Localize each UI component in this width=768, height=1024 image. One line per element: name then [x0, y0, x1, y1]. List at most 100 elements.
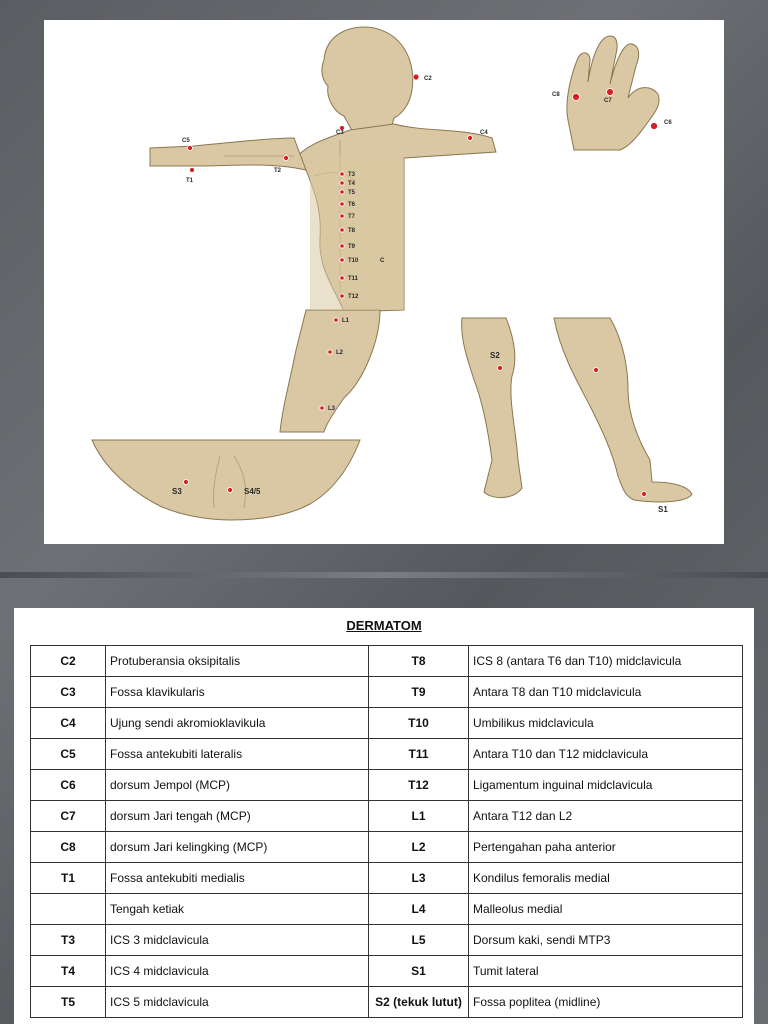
point-l2	[327, 349, 333, 355]
dermatome-points	[183, 73, 658, 497]
right-code-cell: T8	[368, 645, 469, 677]
point-t11	[339, 275, 345, 281]
left-description-cell: dorsum Jari kelingking (MCP)	[105, 831, 369, 863]
right-description-cell: Antara T12 dan L2	[468, 800, 743, 832]
label-l3: L3	[328, 406, 336, 412]
label-l2: L2	[336, 350, 344, 356]
label-t3: T3	[348, 172, 356, 178]
left-description-cell: ICS 4 midclavicula	[105, 955, 369, 987]
legs-back	[461, 317, 523, 498]
point-c6	[650, 122, 658, 130]
label-c2: C2	[424, 76, 432, 82]
right-description-cell: Umbilikus midclavicula	[468, 707, 743, 739]
label-c3: C3	[336, 130, 344, 136]
table-title: DERMATOM	[346, 618, 422, 633]
left-code-cell	[30, 893, 106, 925]
point-c8	[572, 93, 580, 101]
left-code-cell: C4	[30, 707, 106, 739]
left-description-cell: ICS 5 midclavicula	[105, 986, 369, 1018]
label-l1: L1	[342, 318, 350, 324]
left-description-cell: Fossa klavikularis	[105, 676, 369, 708]
label-s1: S1	[658, 505, 668, 514]
label-s3: S3	[172, 487, 182, 496]
point-t3	[339, 171, 345, 177]
label-t8: T8	[348, 228, 356, 234]
chest-panel	[310, 156, 404, 310]
right-code-cell: S2 (tekuk lutut)	[368, 986, 469, 1018]
point-s2b	[593, 367, 599, 373]
left-description-cell: Tengah ketiak	[105, 893, 369, 925]
point-t1	[189, 167, 195, 173]
label-t11: T11	[348, 276, 359, 282]
right-code-cell: L3	[368, 862, 469, 894]
right-description-cell: ICS 8 (antara T6 dan T10) midclavicula	[468, 645, 743, 677]
sacral-region	[91, 439, 361, 521]
point-t5	[339, 189, 345, 195]
right-code-cell: T10	[368, 707, 469, 739]
right-description-cell: Fossa poplitea (midline)	[468, 986, 743, 1018]
left-description-cell: ICS 3 midclavicula	[105, 924, 369, 956]
right-code-cell: T12	[368, 769, 469, 801]
label-c8: C8	[552, 92, 560, 98]
point-t4	[339, 180, 345, 186]
point-t8	[339, 227, 345, 233]
right-description-cell: Antara T10 dan T12 midclavicula	[468, 738, 743, 770]
left-description-cell: Fossa antekubiti medialis	[105, 862, 369, 894]
label-c5: C5	[182, 138, 190, 144]
right-code-cell: T11	[368, 738, 469, 770]
right-code-cell: L4	[368, 893, 469, 925]
point-c2	[412, 73, 420, 81]
label-t6: T6	[348, 202, 356, 208]
leg-back-right	[553, 317, 693, 503]
label-t1: T1	[186, 178, 194, 184]
left-code-cell: T4	[30, 955, 106, 987]
right-description-cell: Tumit lateral	[468, 955, 743, 987]
right-code-cell: L2	[368, 831, 469, 863]
left-description-cell: Fossa antekubiti lateralis	[105, 738, 369, 770]
label-t10: T10	[348, 258, 359, 264]
left-code-cell: T3	[30, 924, 106, 956]
label-s45: S4/5	[244, 487, 261, 496]
label-c6: C6	[664, 120, 672, 126]
right-description-cell: Ligamentum inguinal midclavicula	[468, 769, 743, 801]
point-t10	[339, 257, 345, 263]
label-t7: T7	[348, 214, 356, 220]
arm	[149, 137, 307, 171]
label-t9: T9	[348, 244, 356, 250]
point-c5	[187, 145, 193, 151]
right-description-cell: Pertengahan paha anterior	[468, 831, 743, 863]
left-code-cell: C8	[30, 831, 106, 863]
left-code-cell: C5	[30, 738, 106, 770]
point-t9	[339, 243, 345, 249]
left-code-cell: C6	[30, 769, 106, 801]
point-l3	[319, 405, 325, 411]
label-t4: T4	[348, 181, 356, 187]
point-c4	[467, 135, 473, 141]
left-description-cell: Ujung sendi akromioklavikula	[105, 707, 369, 739]
point-s1	[641, 491, 647, 497]
label-t5: T5	[348, 190, 356, 196]
point-s45	[227, 487, 233, 493]
right-description-cell: Dorsum kaki, sendi MTP3	[468, 924, 743, 956]
point-c3	[339, 125, 345, 131]
point-c7	[606, 88, 614, 96]
dermatome-diagram-slide: C2 C3 C4 C5 T1 T2 T3 T4 T5 T6 T7 T8 T9 T…	[44, 20, 724, 544]
point-l1	[333, 317, 339, 323]
left-description-cell: dorsum Jempol (MCP)	[105, 769, 369, 801]
label-c: C	[380, 258, 385, 264]
left-code-cell: T5	[30, 986, 106, 1018]
label-s2: S2	[490, 351, 500, 360]
point-t7	[339, 213, 345, 219]
